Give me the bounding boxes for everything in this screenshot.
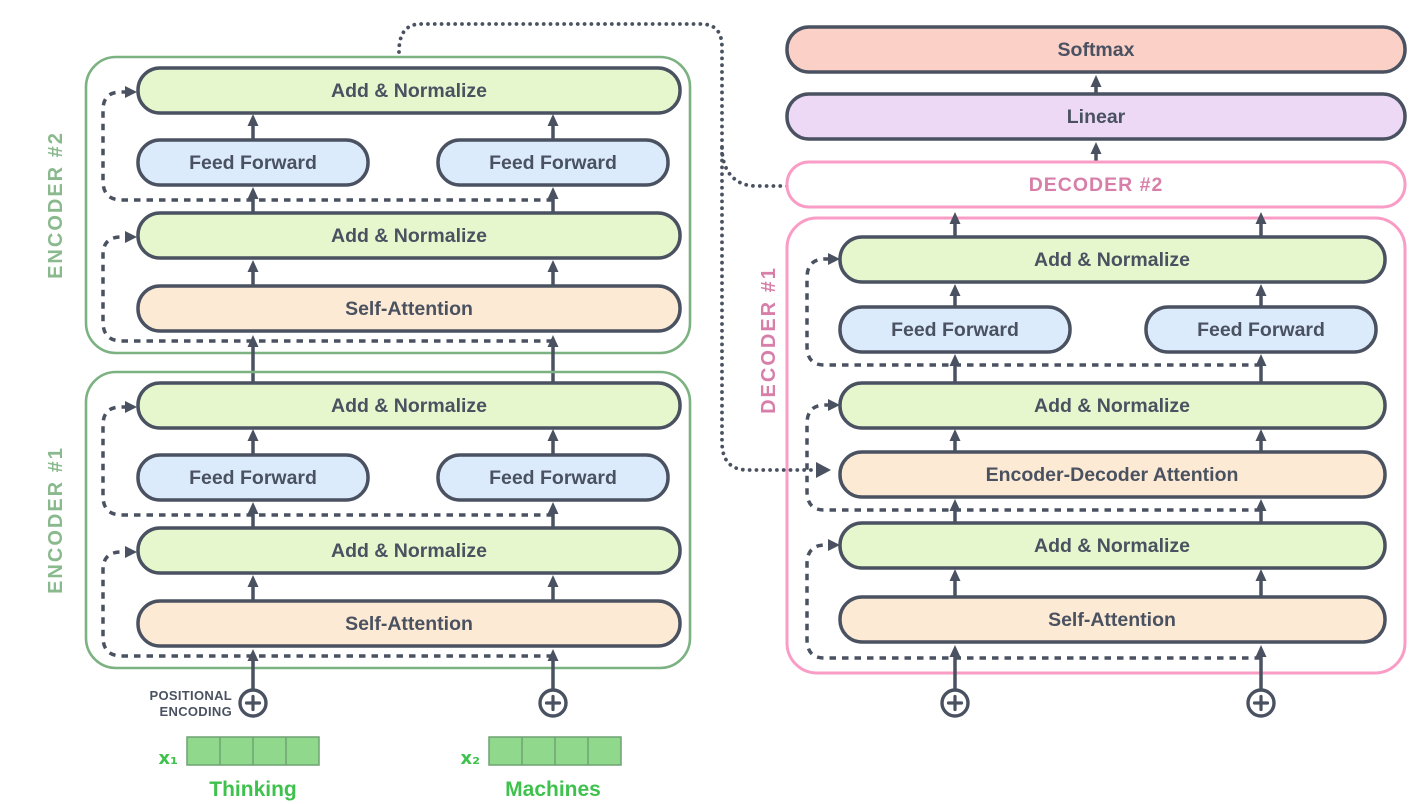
plus-circle-decoder-right — [1246, 688, 1276, 718]
encoder-1-feed-forward-left — [136, 453, 370, 502]
decoder-1-add-normalize-top — [838, 235, 1387, 284]
plus-circle-x1 — [238, 688, 268, 718]
decoder-1-border — [785, 216, 1407, 675]
positional-encoding-label-line1: POSITIONAL — [150, 688, 232, 703]
encoder-2-add-normalize-mid-label: Add & Normalize — [331, 225, 487, 247]
decoder-1: DECODER #1 Add & Normalize Feed Forward … — [758, 212, 1407, 689]
encoder-1-feed-forward-right-label: Feed Forward — [489, 467, 617, 489]
encoder-2-arrows — [247, 114, 559, 383]
encoder-1-label: ENCODER #1 — [45, 446, 67, 594]
encoder-2-feed-forward-right-label: Feed Forward — [489, 152, 617, 174]
decoder-1-add-normalize-low — [838, 521, 1387, 570]
x2-label: x₂ — [461, 748, 481, 769]
encoder-1-add-normalize-top-label: Add & Normalize — [331, 395, 487, 417]
decoder-2: DECODER #2 — [785, 160, 1407, 209]
decoder-1-self-attention-label: Self-Attention — [1048, 609, 1176, 631]
decoder-1-add-normalize-low-label: Add & Normalize — [1034, 535, 1190, 557]
x1-label: x₁ — [159, 748, 179, 769]
plus-circle-x2 — [538, 688, 568, 718]
encoder-2: ENCODER #2 Add & Normalize Feed Forward … — [45, 55, 692, 383]
decoder-1-add-normalize-mid — [838, 381, 1387, 430]
encoder-2-add-normalize-top — [136, 66, 682, 115]
encoder-1-self-attention-label: Self-Attention — [345, 613, 473, 635]
encoder-1-arrows — [247, 429, 559, 689]
encoder-2-feed-forward-right — [436, 138, 670, 187]
encoder-1-add-normalize-top — [136, 381, 682, 430]
encoder-2-label: ENCODER #2 — [45, 131, 67, 279]
decoder-2-label: DECODER #2 — [1029, 174, 1164, 196]
input-word-2: Machines — [505, 778, 601, 801]
encoder-2-self-attention-label: Self-Attention — [345, 298, 473, 320]
decoder-1-add-normalize-mid-label: Add & Normalize — [1034, 395, 1190, 417]
decoder-1-self-attention — [838, 595, 1387, 644]
decoder-1-add-normalize-top-label: Add & Normalize — [1034, 249, 1190, 271]
encoder-2-add-normalize-top-label: Add & Normalize — [331, 80, 487, 102]
residual-dashed-paths-encoder-1 — [101, 401, 553, 658]
decoder-1-encoder-decoder-attention-label: Encoder-Decoder Attention — [986, 464, 1239, 486]
encoder-2-self-attention — [136, 284, 682, 333]
softmax-box — [785, 25, 1407, 74]
input-embeddings: POSITIONAL ENCODING x₁ Thinking x₂ Mach — [150, 688, 622, 801]
encoder-2-feed-forward-left — [136, 138, 370, 187]
input-word-1: Thinking — [209, 778, 297, 801]
encoder-2-border — [84, 55, 692, 355]
encoder-1-self-attention — [136, 599, 682, 648]
encoder-2-add-normalize-mid — [136, 211, 682, 260]
encoder-1: ENCODER #1 Add & Normalize Feed Forward … — [45, 370, 692, 689]
linear-box — [785, 92, 1407, 141]
residual-dashed-paths-encoder-2 — [101, 86, 553, 343]
x2-embedding-vector — [488, 736, 622, 766]
decoder-2-border — [785, 160, 1407, 209]
encoder-1-border — [84, 370, 692, 670]
decoder-1-feed-forward-left — [838, 305, 1072, 354]
linear-label: Linear — [1067, 106, 1126, 128]
plus-circle-decoder-left — [940, 688, 970, 718]
x1-embedding-vector — [186, 736, 320, 766]
encoder-1-feed-forward-right — [436, 453, 670, 502]
decoder-1-feed-forward-right-label: Feed Forward — [1197, 319, 1325, 341]
encoder-2-feed-forward-left-label: Feed Forward — [189, 152, 317, 174]
encoder-1-add-normalize-mid-label: Add & Normalize — [331, 540, 487, 562]
decoder-1-encoder-decoder-attention — [838, 450, 1387, 499]
encoder-1-add-normalize-mid — [136, 526, 682, 575]
softmax-label: Softmax — [1058, 39, 1135, 61]
decoder-1-label: DECODER #1 — [758, 266, 780, 414]
residual-dashed-paths-decoder-1 — [805, 253, 1261, 660]
decoder-1-arrows — [949, 212, 1267, 689]
positional-encoding-label-line2: ENCODING — [160, 704, 232, 719]
output-layers: Softmax Linear — [785, 25, 1407, 162]
decoder-1-feed-forward-left-label: Feed Forward — [891, 319, 1019, 341]
decoder-input-plus-circles — [940, 688, 1276, 718]
encoder-1-feed-forward-left-label: Feed Forward — [189, 467, 317, 489]
decoder-1-feed-forward-right — [1144, 305, 1378, 354]
